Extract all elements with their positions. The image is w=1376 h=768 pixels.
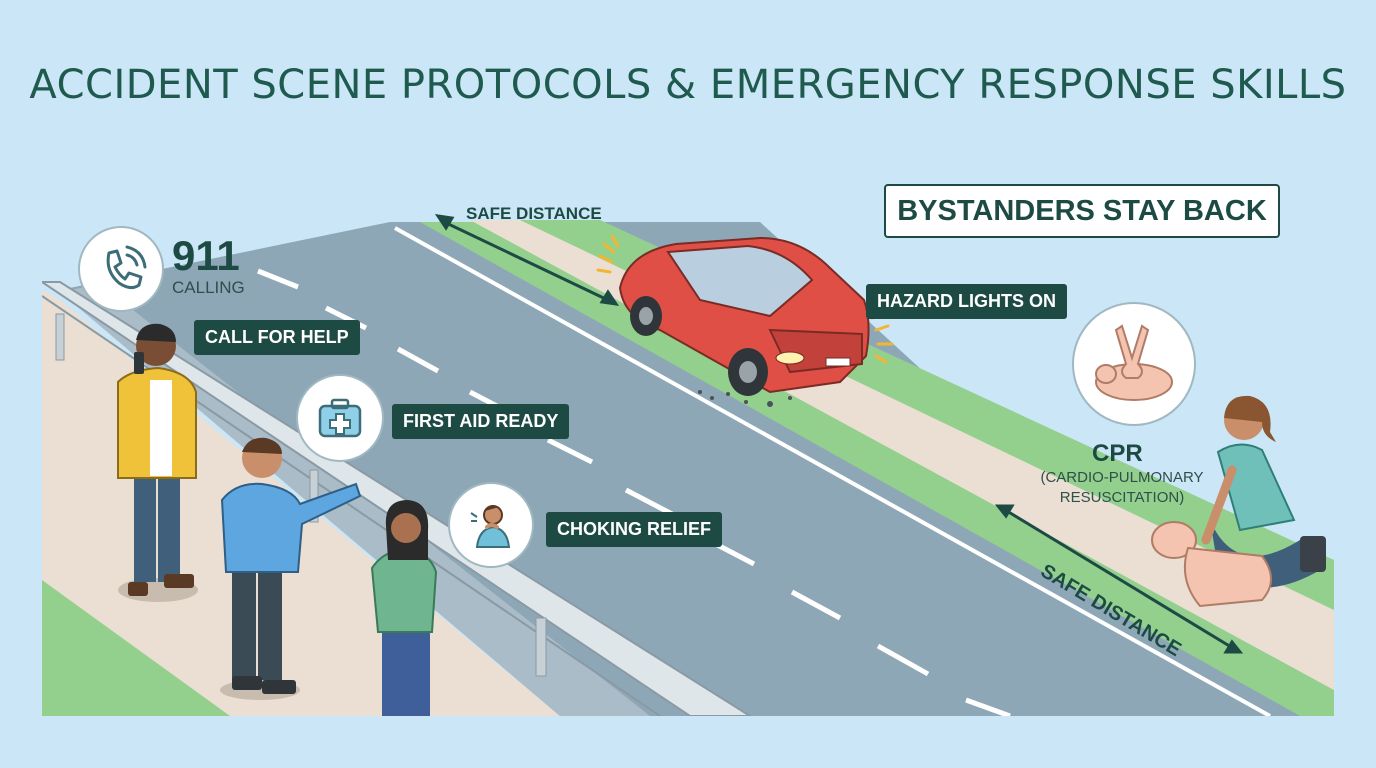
cpr-subtitle: (CARDIO-PULMONARY RESUSCITATION) [1040, 469, 1204, 506]
page-title: ACCIDENT SCENE PROTOCOLS & EMERGENCY RES… [29, 62, 1347, 108]
phone-icon [106, 245, 147, 290]
callout-bystanders-stay-back: BYSTANDERS STAY BACK [884, 184, 1280, 238]
choking-badge [448, 482, 534, 568]
label-choking-relief: CHOKING RELIEF [546, 512, 723, 547]
label-safe-distance-top: SAFE DISTANCE [466, 204, 602, 223]
crashed-car [618, 236, 870, 407]
bystander-woman [370, 500, 438, 716]
grass-strip-left [42, 580, 230, 716]
safe-distance-arrow-right [994, 504, 1244, 654]
label-first-aid-ready: FIRST AID READY [392, 404, 570, 439]
guardrail [42, 281, 752, 716]
calling-status: CALLING [172, 278, 245, 297]
road [60, 222, 1300, 716]
label-call-for-help: CALL FOR HELP [194, 320, 360, 355]
emergency-number: 911 [172, 232, 240, 279]
first-aid-badge [296, 374, 384, 462]
safe-distance-arrow-top [434, 214, 620, 306]
cpr-title: CPR [1092, 440, 1143, 467]
bystander-pointing [220, 437, 362, 700]
cpr-badge [1072, 302, 1196, 426]
cpr-hands-icon [1095, 324, 1173, 401]
first-aid-kit-icon [318, 398, 362, 438]
grass-verge-right [420, 222, 1334, 716]
bystander-calling [117, 323, 198, 602]
phone-badge [78, 226, 164, 312]
choking-person-icon [470, 505, 511, 548]
label-hazard-lights-on: HAZARD LIGHTS ON [866, 284, 1067, 319]
cpr-manikin [1151, 521, 1272, 608]
